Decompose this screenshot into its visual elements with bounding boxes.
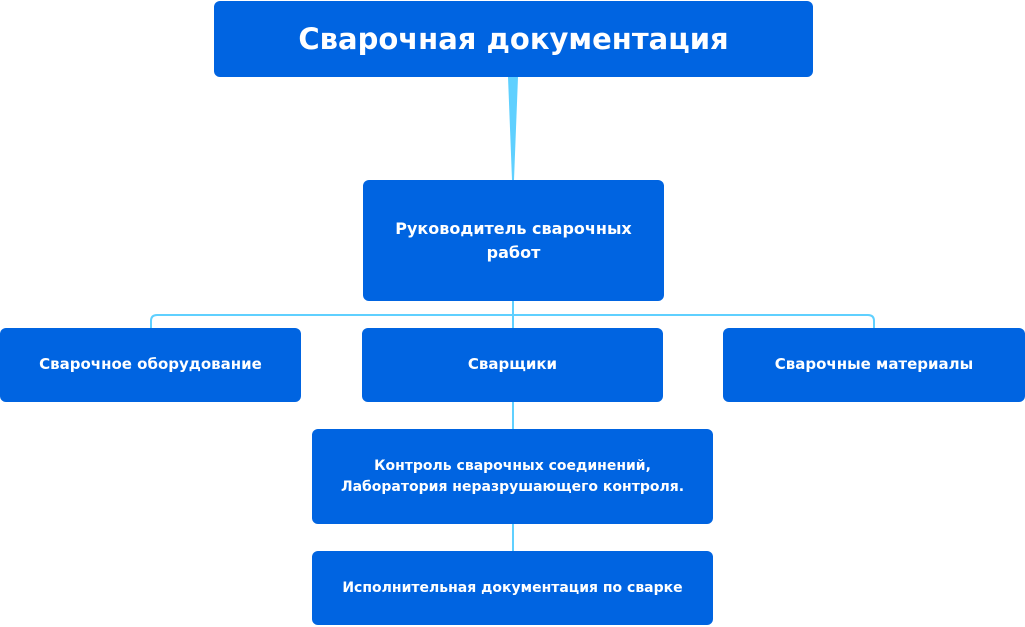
children-bus-connector <box>150 314 875 328</box>
child-node-welders[interactable]: Сварщики <box>362 328 663 402</box>
child-node-equipment[interactable]: Сварочное оборудование <box>0 328 301 402</box>
root-to-manager-connector <box>508 77 518 180</box>
child-node-materials[interactable]: Сварочные материалы <box>723 328 1025 402</box>
executive-node[interactable]: Исполнительная документация по сварке <box>312 551 713 625</box>
control-node[interactable]: Контроль сварочных соединений, Лаборатор… <box>312 429 713 524</box>
manager-node[interactable]: Руководитель сварочных работ <box>363 180 664 301</box>
root-node[interactable]: Сварочная документация <box>214 1 813 77</box>
